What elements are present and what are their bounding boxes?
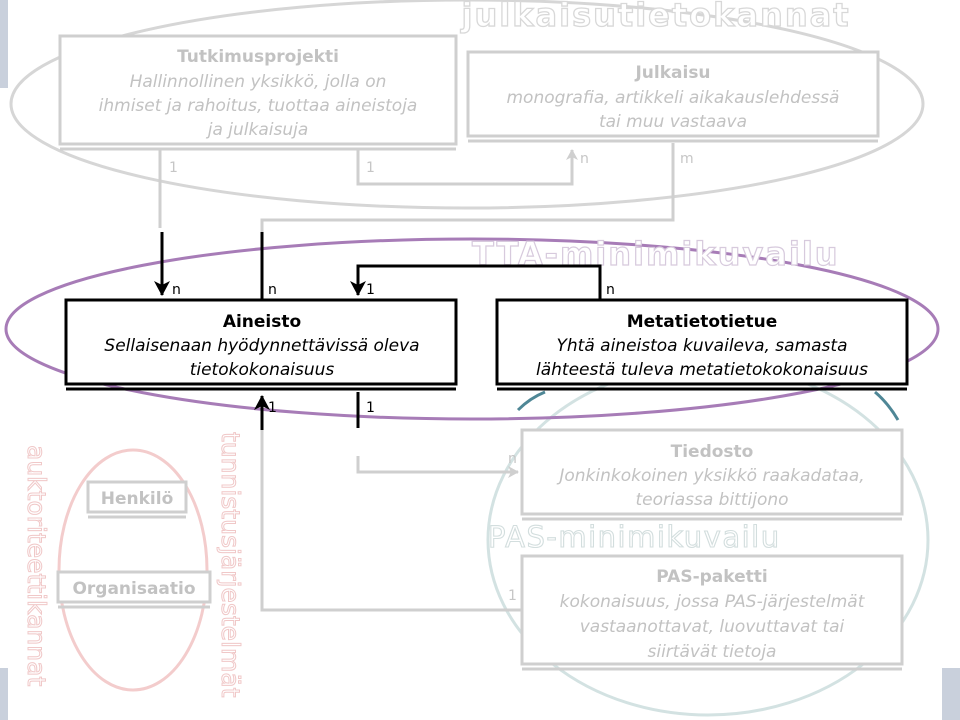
julkaisu-desc-1: monografia, artikkeli aikakauslehdessä xyxy=(507,88,840,108)
henkilo-title: Henkilö xyxy=(101,489,174,509)
aineisto-desc-1: Sellaisenaan hyödynnettävissä oleva xyxy=(104,336,419,356)
faded-connectors xyxy=(158,143,675,612)
left-edge-bar xyxy=(0,0,8,88)
entity-julkaisu: Julkaisu monografia, artikkeli aikakausl… xyxy=(466,50,880,143)
pas-paketti-desc-2: vastaanottavat, luovuttavat tai xyxy=(580,617,845,637)
tiedosto-title: Tiedosto xyxy=(671,442,754,462)
card-tiedosto-in: n xyxy=(508,451,517,467)
entity-tiedosto: Tiedosto Jonkinkokoinen yksikkö raakadat… xyxy=(520,428,904,521)
julkaisu-desc-2: tai muu vastaava xyxy=(599,112,747,132)
auktoriteetti-region-label: auktoriteettikannat xyxy=(22,445,51,686)
connector-aineisto-to-tiedosto xyxy=(356,456,519,478)
pas-region-arc-left xyxy=(516,390,546,412)
card-aineisto-in-meta: 1 xyxy=(366,282,375,298)
entity-aineisto: Aineisto Sellaisenaan hyödynnettävissä o… xyxy=(64,298,458,391)
card-aineisto-in-left: n xyxy=(172,282,181,298)
dark-connectors xyxy=(154,232,602,430)
card-aineisto-out-tiedosto: 1 xyxy=(366,400,375,416)
pas-region-label: PAS-minimikuvailu xyxy=(488,520,781,554)
entity-tutkimusprojekti: Tutkimusprojekti Hallinnollinen yksikkö,… xyxy=(58,34,458,151)
pas-paketti-desc-3: siirtävät tietoja xyxy=(648,642,777,662)
entity-metatietotietue: Metatietotietue Yhtä aineistoa kuvaileva… xyxy=(495,298,909,391)
aineisto-desc-2: tietokokonaisuus xyxy=(190,360,335,380)
tutkimusprojekti-desc-3: ja julkaisuja xyxy=(206,120,309,140)
connector-julkaisu-to-aineisto xyxy=(260,143,675,232)
entity-organisaatio: Organisaatio xyxy=(56,570,212,609)
entity-pas-paketti: PAS-paketti kokonaisuus, jossa PAS-järje… xyxy=(520,554,904,671)
auktoriteetti-region-ellipse xyxy=(57,448,209,692)
organisaatio-title: Organisaatio xyxy=(72,579,195,599)
card-julkaisu-in: n xyxy=(580,151,589,167)
card-meta-out: n xyxy=(606,282,615,298)
card-tp-julkaisu: 1 xyxy=(366,160,375,176)
card-tp-aineisto: 1 xyxy=(169,160,178,176)
metatietotietue-desc-1: Yhtä aineistoa kuvaileva, samasta xyxy=(557,336,848,356)
connector-meta-to-aineisto xyxy=(350,264,602,300)
tta-region-ellipse xyxy=(4,237,940,421)
tutkimusprojekti-desc-2: ihmiset ja rahoitus, tuottaa aineistoja xyxy=(99,96,418,116)
card-aineisto-out-julkaisu: n xyxy=(268,282,277,298)
tutkimusprojekti-desc-1: Hallinnollinen yksikkö, jolla on xyxy=(130,72,387,92)
pas-paketti-title: PAS-paketti xyxy=(656,567,767,587)
card-aineisto-in-pas: 1 xyxy=(268,400,277,416)
tiedosto-desc-2: teoriassa bittijono xyxy=(635,490,788,510)
connector-pas-to-aineisto xyxy=(260,424,521,612)
julkaisu-region-ellipse xyxy=(9,0,925,210)
connector-tp-to-julkaisu xyxy=(356,148,578,186)
julkaisu-title: Julkaisu xyxy=(634,63,710,83)
tunnistus-region-label: tunnistusjärjestelmät xyxy=(216,432,245,698)
cardinality-labels: 1 1 n m n n 1 n 1 1 n 1 xyxy=(169,151,694,604)
metatietotietue-desc-2: lähteestä tuleva metatietokokonaisuus xyxy=(536,360,868,380)
card-julkaisu-out: m xyxy=(680,151,694,167)
entity-henkilo: Henkilö xyxy=(86,480,188,519)
card-pas-out: 1 xyxy=(508,588,517,604)
tiedosto-desc-1: Jonkinkokoinen yksikkö raakadataa, xyxy=(556,466,864,486)
bottom-left-edge-bar xyxy=(0,668,8,720)
aineisto-title: Aineisto xyxy=(223,312,301,332)
bottom-right-edge-bar xyxy=(942,668,960,720)
pas-paketti-desc-1: kokonaisuus, jossa PAS-järjestelmät xyxy=(560,592,866,612)
julkaisu-region-label: julkaisutietokannat xyxy=(460,0,851,34)
pas-region-arc-right xyxy=(874,390,900,421)
tutkimusprojekti-title: Tutkimusprojekti xyxy=(177,47,339,67)
metatietotietue-title: Metatietotietue xyxy=(627,312,778,332)
